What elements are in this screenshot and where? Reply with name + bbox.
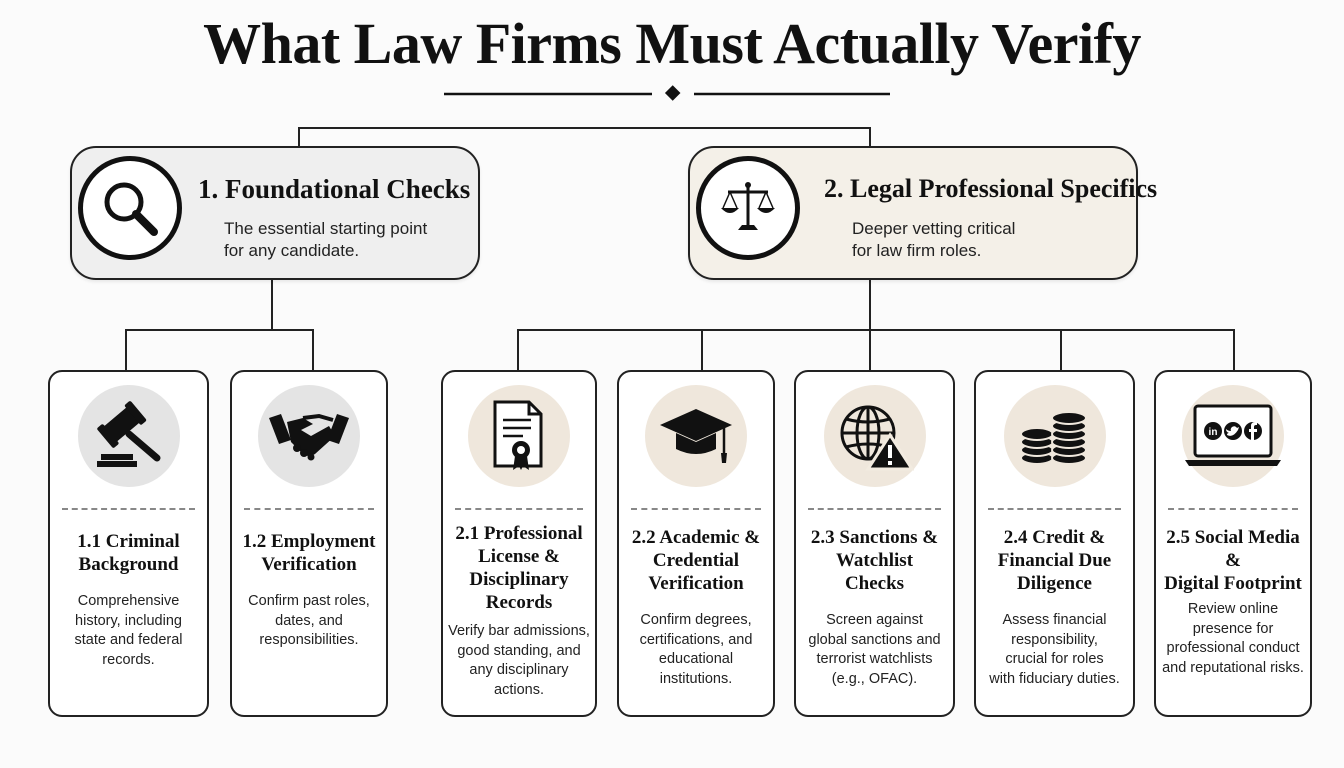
card-social-media: in 2.5 Social Media & Digital Footprint … bbox=[1154, 370, 1312, 717]
card-description: Confirm past roles, dates, and responsib… bbox=[248, 593, 370, 649]
card-description: Comprehensive history, including state a… bbox=[74, 593, 183, 668]
coins-icon bbox=[1003, 385, 1106, 487]
scales-icon bbox=[696, 156, 800, 260]
category-title: 1. Foundational Checks bbox=[198, 174, 471, 204]
card-criminal-background: 1.1 Criminal Background Comprehensive hi… bbox=[48, 370, 209, 717]
certificate-icon bbox=[468, 385, 570, 487]
card-title: 2.3 Sanctions & Watchlist Checks bbox=[810, 527, 939, 594]
card-sanctions-watchlist: 2.3 Sanctions & Watchlist Checks Screen … bbox=[794, 370, 955, 717]
card-credit-financial: 2.4 Credit & Financial Due Diligence Ass… bbox=[974, 370, 1135, 717]
graduation-cap-icon bbox=[645, 385, 747, 487]
gavel-icon bbox=[77, 385, 180, 487]
globe-warning-icon bbox=[823, 385, 926, 487]
card-academic-credential: 2.2 Academic & Credential Verification C… bbox=[617, 370, 775, 717]
category-foundational-checks: 1. Foundational Checks The essential sta… bbox=[70, 146, 480, 280]
card-divider bbox=[62, 508, 195, 510]
card-description: Screen against global sanctions and terr… bbox=[808, 612, 941, 687]
card-description: Assess financial responsibility, crucial… bbox=[989, 612, 1120, 687]
card-divider bbox=[1168, 508, 1298, 510]
category-title: 2. Legal Professional Specifics bbox=[824, 174, 1158, 203]
card-employment-verification: 1.2 Employment Verification Confirm past… bbox=[230, 370, 388, 717]
card-divider bbox=[808, 508, 941, 510]
magnifier-icon bbox=[78, 156, 182, 260]
card-divider bbox=[244, 508, 374, 510]
card-title: 2.2 Academic & Credential Verification bbox=[631, 527, 761, 594]
handshake-icon bbox=[258, 385, 360, 487]
title-divider bbox=[444, 85, 890, 101]
card-divider bbox=[631, 508, 761, 510]
svg-text:in: in bbox=[1209, 427, 1218, 438]
category-legal-professional-specifics: 2. Legal Professional Specifics Deeper v… bbox=[688, 146, 1157, 280]
card-title: 2.4 Credit & Financial Due Diligence bbox=[997, 527, 1112, 594]
card-description: Verify bar admissions, good standing, an… bbox=[448, 623, 590, 698]
card-description: Review online presence for professional … bbox=[1162, 601, 1304, 676]
category-description: The essential starting point for any can… bbox=[224, 219, 428, 260]
card-title: 1.1 Criminal Background bbox=[77, 531, 180, 575]
card-title: 2.1 Professional License & Disciplinary … bbox=[455, 523, 583, 613]
card-title: 2.5 Social Media & Digital Footprint bbox=[1164, 527, 1302, 594]
card-divider bbox=[988, 508, 1121, 510]
page-title: What Law Firms Must Actually Verify bbox=[203, 11, 1141, 76]
card-description: Confirm degrees, certifications, and edu… bbox=[639, 612, 753, 687]
category-description: Deeper vetting critical for law firm rol… bbox=[852, 219, 1016, 260]
card-divider bbox=[455, 508, 583, 510]
laptop-social-icon: in bbox=[1182, 385, 1284, 487]
card-professional-license: 2.1 Professional License & Disciplinary … bbox=[441, 370, 597, 717]
card-title: 1.2 Employment Verification bbox=[242, 531, 376, 575]
